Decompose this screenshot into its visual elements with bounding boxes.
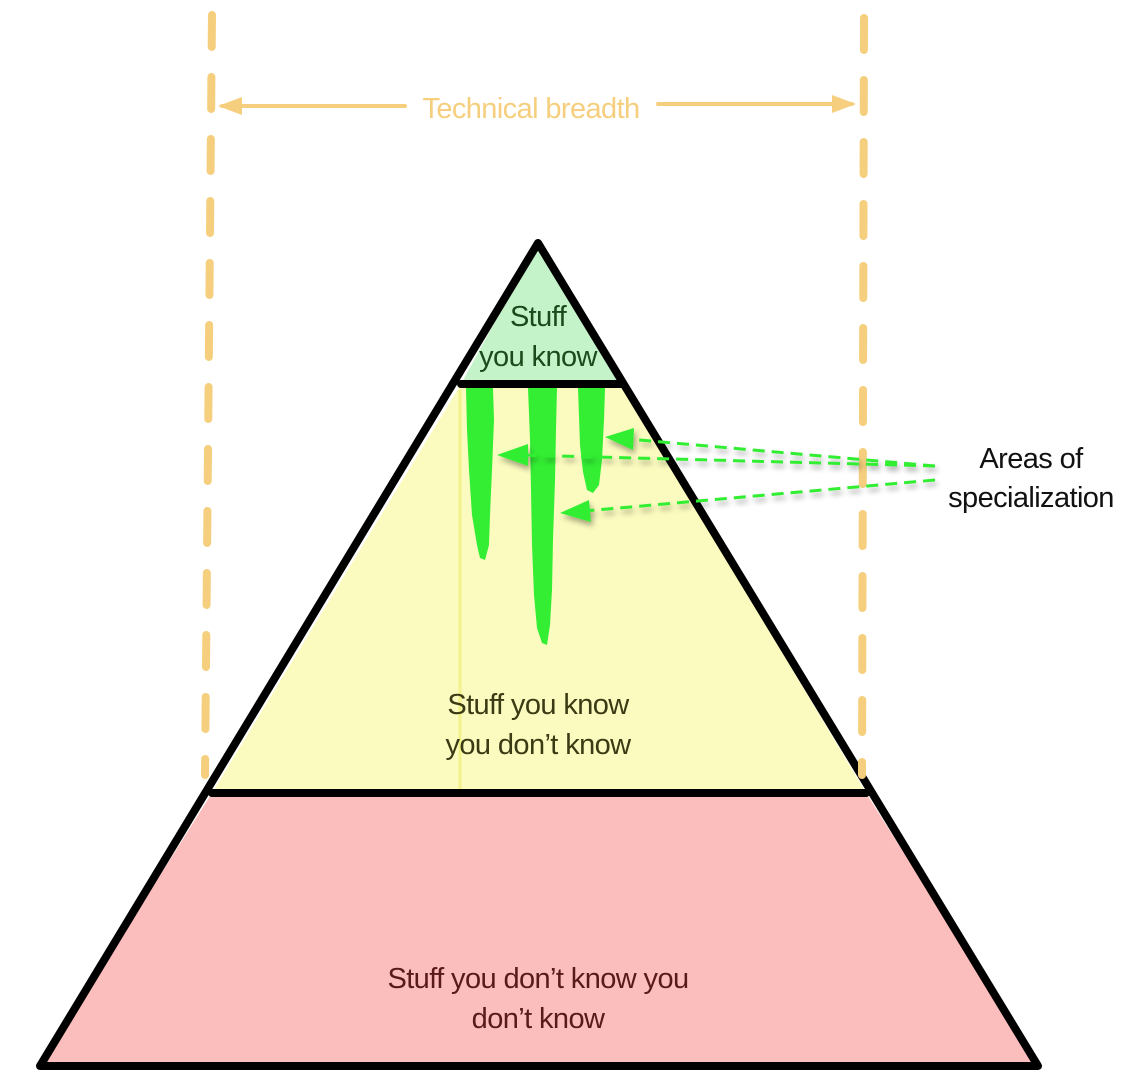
breadth-guide-left [201, 11, 216, 779]
specialization-arrows [497, 428, 936, 522]
layer-known-label-line2: you know [479, 341, 598, 373]
specialization-arrow-2 [627, 437, 936, 468]
breadth-arrowhead-left [218, 97, 242, 115]
layer-known-label-line1: Stuff [510, 301, 568, 333]
specialization-arrow-1 [521, 453, 936, 468]
specialization-drip-right [578, 388, 605, 493]
specialization-arrow-3 [584, 478, 936, 513]
layer-known [461, 243, 622, 384]
layer-unknown-unknowns-label-line1: Stuff you don’t know you [387, 963, 688, 995]
specialization-drip-left [466, 388, 494, 560]
specialization-drips [466, 388, 605, 645]
breadth-arrowhead-right [832, 95, 856, 113]
pyramid-outline [36, 239, 1042, 1070]
specialization-drip-middle [528, 388, 557, 645]
specialization-arrowhead-3 [560, 500, 591, 522]
specialization-arrowhead-2 [605, 428, 634, 450]
layer-known-unknowns-label-line2: you don’t know [445, 729, 632, 761]
layer-unknown-unknowns-label-line2: don’t know [472, 1003, 606, 1035]
specialization-label-line1: Areas of [979, 443, 1084, 475]
technical-breadth-label: Technical breadth [422, 93, 639, 125]
breadth-guide-right [858, 14, 868, 779]
layer-unknown-unknowns [40, 793, 1038, 1066]
layer-known-unknowns-label-line1: Stuff you know [447, 689, 630, 721]
specialization-label-line2: specialization [948, 482, 1114, 514]
specialization-arrowhead-1 [497, 444, 528, 466]
breadth-arrow [218, 95, 856, 115]
